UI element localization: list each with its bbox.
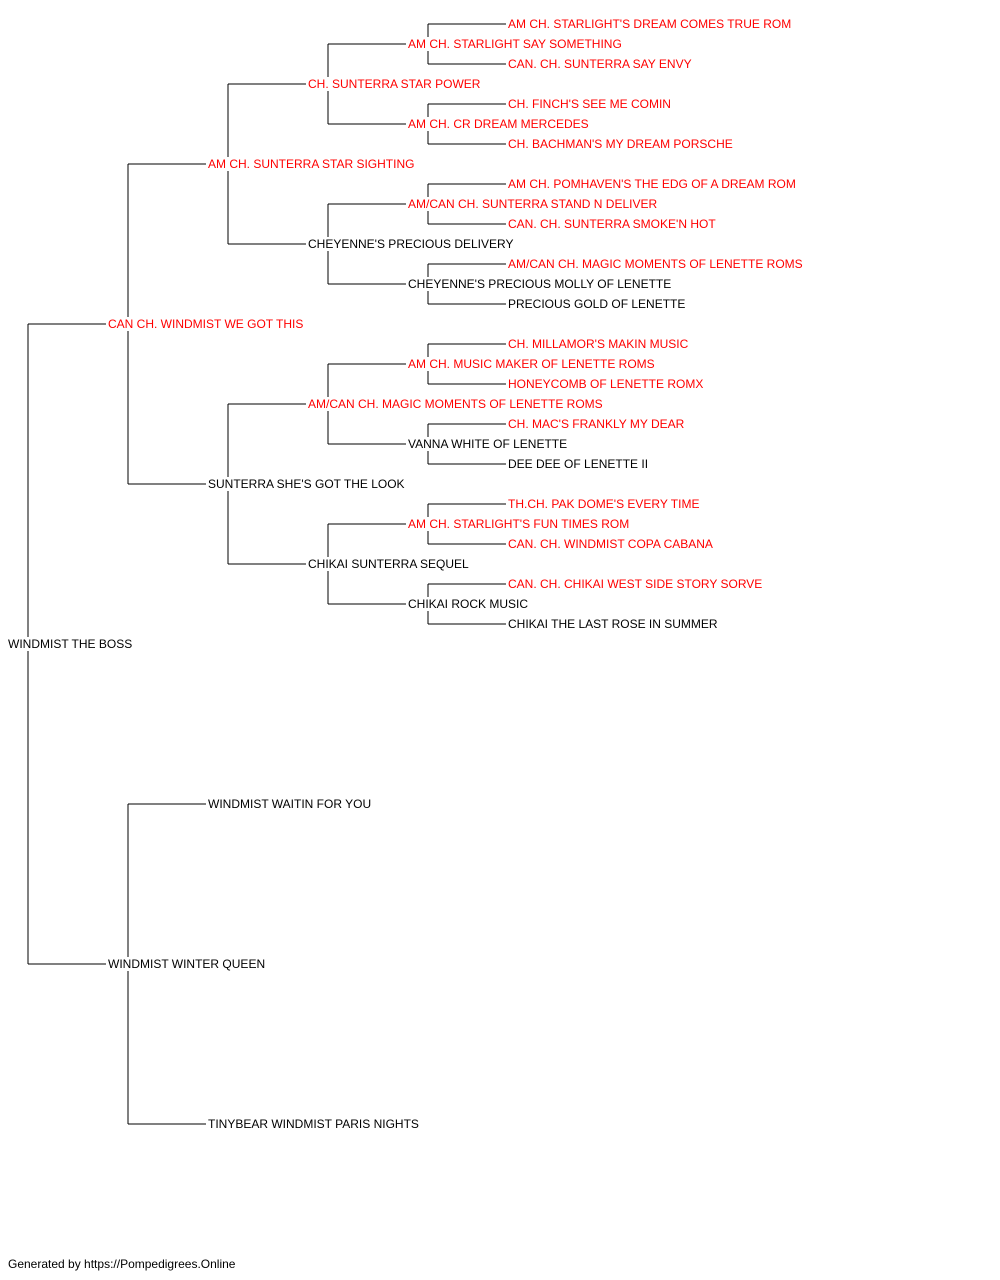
- pedigree-name-sire-sire-dam: CHEYENNE'S PRECIOUS DELIVERY: [307, 237, 515, 251]
- pedigree-name-sire-dam-dam-sire-sire: TH.CH. PAK DOME'S EVERY TIME: [507, 497, 701, 511]
- pedigree-name-sire-dam-dam: CHIKAI SUNTERRA SEQUEL: [307, 557, 470, 571]
- pedigree-name-sire-dam-sire: AM/CAN CH. MAGIC MOMENTS OF LENETTE ROMS: [307, 397, 604, 411]
- pedigree-name-sire-sire-dam-sire-sire: AM CH. POMHAVEN'S THE EDG OF A DREAM ROM: [507, 177, 797, 191]
- pedigree-name-sire-dam-sire-sire-sire: CH. MILLAMOR'S MAKIN MUSIC: [507, 337, 690, 351]
- pedigree-name-sire-dam-dam-dam-sire: CAN. CH. CHIKAI WEST SIDE STORY SORVE: [507, 577, 764, 591]
- pedigree-name-sire-dam-dam-sire: AM CH. STARLIGHT'S FUN TIMES ROM: [407, 517, 631, 531]
- pedigree-name-dam-dam: TINYBEAR WINDMIST PARIS NIGHTS: [207, 1117, 420, 1131]
- pedigree-name-: WINDMIST THE BOSS: [7, 637, 134, 651]
- pedigree-name-sire-dam: SUNTERRA SHE'S GOT THE LOOK: [207, 477, 406, 491]
- pedigree-name-sire-sire-sire: CH. SUNTERRA STAR POWER: [307, 77, 482, 91]
- pedigree-name-sire-sire-dam-sire-dam: CAN. CH. SUNTERRA SMOKE'N HOT: [507, 217, 717, 231]
- pedigree-name-sire-sire-dam-dam-sire: AM/CAN CH. MAGIC MOMENTS OF LENETTE ROMS: [507, 257, 804, 271]
- pedigree-name-sire-dam-dam-sire-dam: CAN. CH. WINDMIST COPA CABANA: [507, 537, 714, 551]
- pedigree-name-sire-sire-sire-sire: AM CH. STARLIGHT SAY SOMETHING: [407, 37, 623, 51]
- pedigree-name-sire-sire: AM CH. SUNTERRA STAR SIGHTING: [207, 157, 416, 171]
- pedigree-name-sire-dam-sire-dam-sire: CH. MAC'S FRANKLY MY DEAR: [507, 417, 686, 431]
- pedigree-name-sire-sire-sire-dam: AM CH. CR DREAM MERCEDES: [407, 117, 590, 131]
- pedigree-name-sire: CAN CH. WINDMIST WE GOT THIS: [107, 317, 305, 331]
- pedigree-name-sire-dam-sire-sire: AM CH. MUSIC MAKER OF LENETTE ROMS: [407, 357, 656, 371]
- pedigree-name-sire-sire-dam-dam-dam: PRECIOUS GOLD OF LENETTE: [507, 297, 687, 311]
- pedigree-name-sire-sire-sire-sire-sire: AM CH. STARLIGHT'S DREAM COMES TRUE ROM: [507, 17, 793, 31]
- pedigree-name-sire-sire-dam-dam: CHEYENNE'S PRECIOUS MOLLY OF LENETTE: [407, 277, 673, 291]
- pedigree-name-sire-dam-dam-dam: CHIKAI ROCK MUSIC: [407, 597, 530, 611]
- pedigree-name-sire-dam-dam-dam-dam: CHIKAI THE LAST ROSE IN SUMMER: [507, 617, 719, 631]
- pedigree-name-sire-sire-sire-dam-dam: CH. BACHMAN'S MY DREAM PORSCHE: [507, 137, 734, 151]
- pedigree-name-dam: WINDMIST WINTER QUEEN: [107, 957, 267, 971]
- pedigree-name-sire-sire-sire-sire-dam: CAN. CH. SUNTERRA SAY ENVY: [507, 57, 693, 71]
- pedigree-name-dam-sire: WINDMIST WAITIN FOR YOU: [207, 797, 373, 811]
- pedigree-name-sire-dam-sire-dam: VANNA WHITE OF LENETTE: [407, 437, 569, 451]
- generated-by-footer: Generated by https://Pompedigrees.Online: [8, 1257, 236, 1271]
- pedigree-name-sire-dam-sire-sire-dam: HONEYCOMB OF LENETTE ROMX: [507, 377, 705, 391]
- pedigree-name-sire-sire-dam-sire: AM/CAN CH. SUNTERRA STAND N DELIVER: [407, 197, 659, 211]
- pedigree-name-sire-dam-sire-dam-dam: DEE DEE OF LENETTE II: [507, 457, 650, 471]
- pedigree-name-sire-sire-sire-dam-sire: CH. FINCH'S SEE ME COMIN: [507, 97, 672, 111]
